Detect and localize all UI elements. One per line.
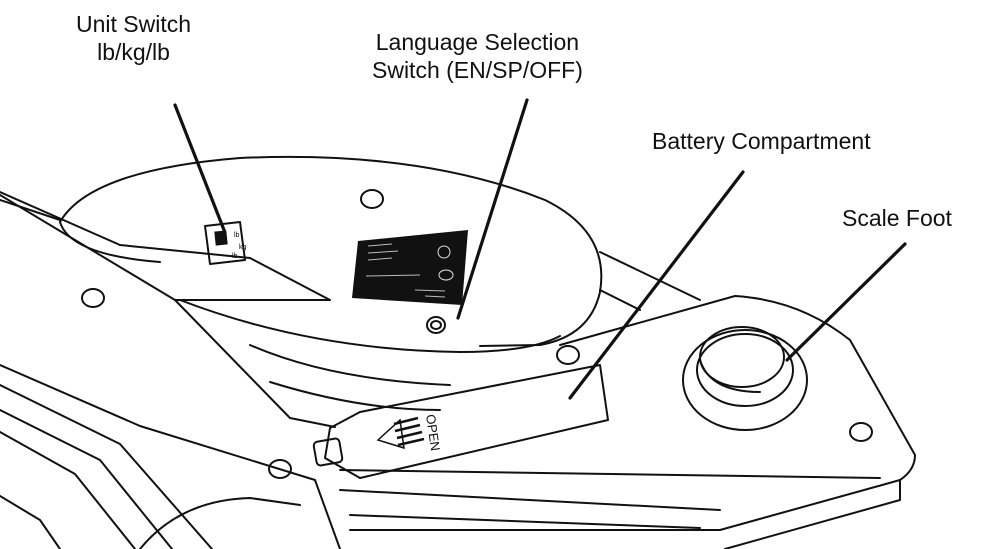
scale-foot-title: Scale Foot (842, 205, 952, 231)
battery-latch[interactable] (312, 437, 344, 467)
language-switch-options: Switch (EN/SP/OFF) (372, 57, 583, 83)
oval-recess (59, 155, 701, 411)
unit-switch-units: lb/kg/lb (97, 39, 170, 65)
unit-switch[interactable]: lb kg lb (204, 221, 247, 265)
switch-marking-top: lb (234, 232, 240, 239)
battery-compartment-label: Battery Compartment (652, 127, 871, 155)
scale-base-outline (0, 191, 341, 549)
rating-plate (352, 230, 468, 305)
switch-marking-mid: kg (239, 244, 247, 251)
battery-compartment[interactable]: OPEN (312, 364, 609, 479)
battery-compartment-title: Battery Compartment (652, 128, 871, 154)
language-switch-leader (456, 98, 529, 320)
scale-foot (682, 326, 808, 431)
unit-switch-leader (173, 103, 226, 232)
open-label: OPEN (423, 413, 443, 452)
recycle-mark-icon (438, 269, 454, 281)
triangle-arrow-icon (376, 418, 405, 450)
language-switch-label: Language Selection Switch (EN/SP/OFF) (372, 28, 583, 84)
unit-switch-title: Unit Switch (76, 11, 192, 37)
language-switch-title: Language Selection (375, 29, 580, 55)
switch-marking-bottom: lb (232, 253, 238, 260)
screw-holes (81, 189, 873, 479)
foot-platform (339, 295, 916, 549)
scale-foot-leader (785, 242, 907, 362)
ce-mark-icon (437, 245, 451, 259)
battery-compartment-leader (568, 170, 745, 400)
unit-switch-label: Unit Switch lb/kg/lb (76, 10, 191, 66)
scale-foot-label: Scale Foot (842, 204, 952, 232)
